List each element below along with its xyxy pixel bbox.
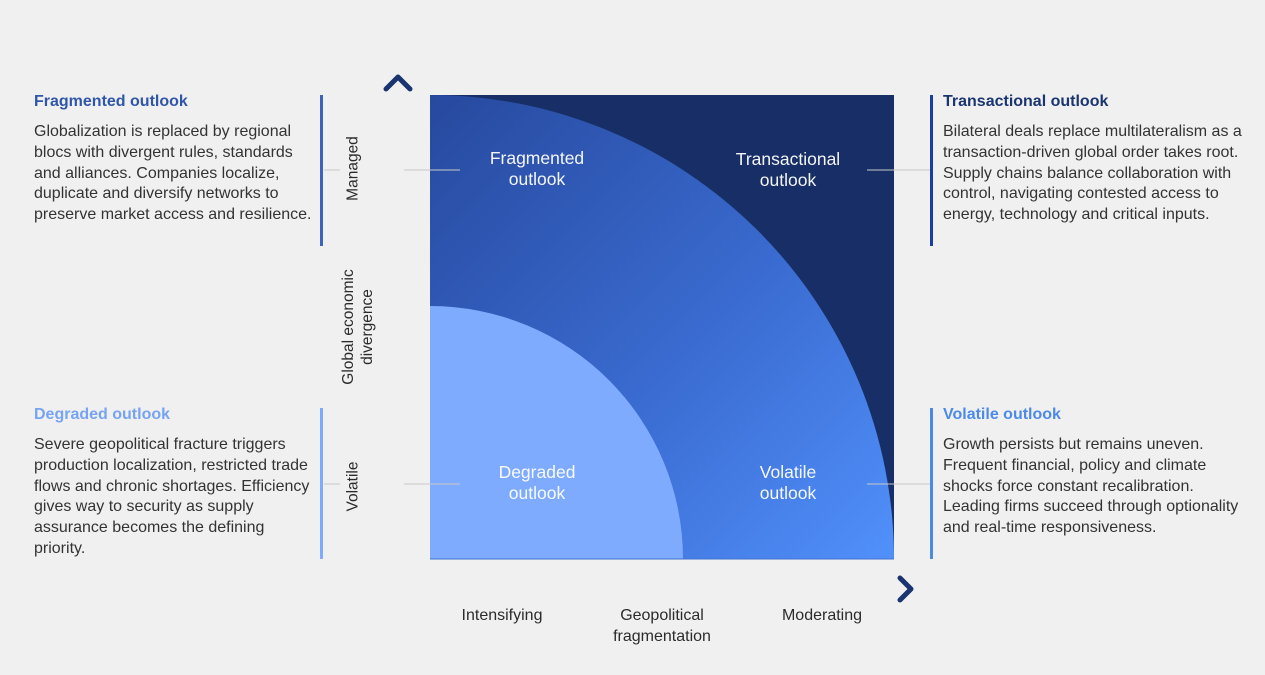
volatile-outlook-bar — [930, 408, 933, 559]
y-axis-bottom-label: Volatile — [344, 461, 362, 512]
quadrant-label-fragmented: Fragmented outlook — [466, 148, 608, 190]
quadrant-label-line: outlook — [759, 170, 817, 190]
quadrant-label-line: outlook — [508, 169, 566, 189]
y-axis-title: Global economic divergence — [339, 262, 377, 392]
volatile-outlook-block: Volatile outlook Growth persists but rem… — [943, 405, 1243, 539]
volatile-outlook-title: Volatile outlook — [943, 406, 1061, 423]
fragmented-outlook-bar — [320, 95, 323, 246]
degraded-outlook-body: Severe geopolitical fracture triggers pr… — [34, 436, 310, 557]
transactional-outlook-body: Bilateral deals replace multilateralism … — [943, 123, 1242, 224]
x-axis-left-label: Intensifying — [461, 607, 543, 624]
quadrant-label-line: Volatile — [759, 462, 817, 482]
quadrant-label-transactional: Transactional outlook — [717, 149, 859, 191]
quadrant-label-line: Transactional — [735, 149, 841, 169]
quadrant-label-line: Degraded — [498, 462, 576, 482]
y-axis-arrowhead-icon — [383, 74, 413, 92]
x-axis-arrowhead-icon — [897, 575, 914, 603]
fragmented-outlook-block: Fragmented outlook Globalization is repl… — [34, 92, 316, 226]
y-axis-title-line: divergence — [359, 289, 376, 365]
x-axis-right-label: Moderating — [781, 607, 863, 624]
x-axis-title: Geopolitical fragmentation — [592, 605, 732, 647]
quadrant-label-line: outlook — [759, 483, 817, 503]
transactional-outlook-title: Transactional outlook — [943, 93, 1109, 110]
degraded-outlook-block: Degraded outlook Severe geopolitical fra… — [34, 405, 316, 560]
fragmented-outlook-body: Globalization is replaced by regional bl… — [34, 123, 312, 224]
y-axis-title-line: Global economic — [340, 269, 357, 385]
volatile-outlook-body: Growth persists but remains uneven. Freq… — [943, 436, 1239, 537]
y-axis-top-label: Managed — [344, 136, 362, 201]
transactional-outlook-bar — [930, 95, 933, 246]
x-axis-title-line: Geopolitical — [620, 607, 704, 624]
degraded-outlook-bar — [320, 408, 323, 559]
degraded-outlook-title: Degraded outlook — [34, 406, 171, 423]
transactional-outlook-block: Transactional outlook Bilateral deals re… — [943, 92, 1243, 226]
fragmented-outlook-title: Fragmented outlook — [34, 93, 188, 110]
quadrant-label-volatile: Volatile outlook — [717, 462, 859, 504]
degraded-arc — [430, 306, 683, 559]
quadrant-label-line: Fragmented — [489, 148, 585, 168]
quadrant-label-line: outlook — [508, 483, 566, 503]
quadrant-label-degraded: Degraded outlook — [466, 462, 608, 504]
x-axis-title-line: fragmentation — [613, 628, 711, 645]
